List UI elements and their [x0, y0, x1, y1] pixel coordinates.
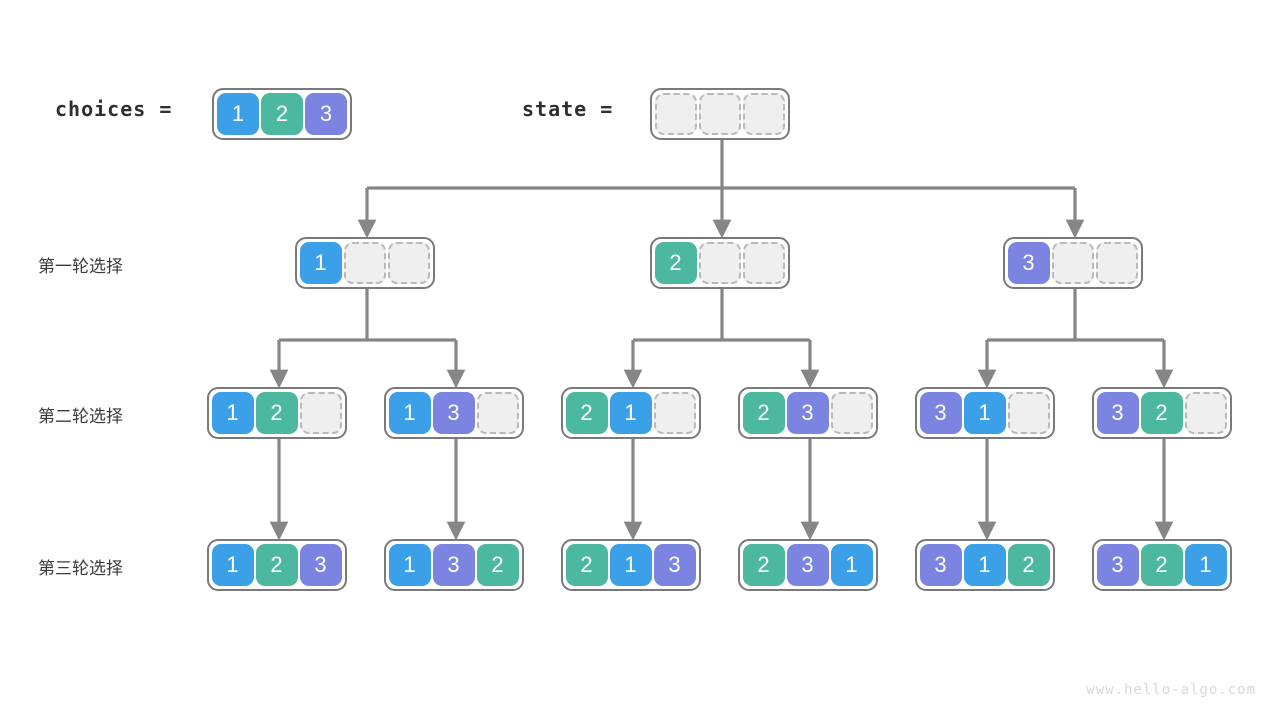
r3n5-cell-1: 1 [963, 544, 1006, 586]
r3n4-cell-1: 3 [786, 544, 829, 586]
tree-node-round1-2: 2 [649, 237, 790, 289]
r2n3-cell-0: 2 [565, 392, 608, 434]
r2n4-cell-1: 3 [786, 392, 829, 434]
r1n3-cell-1 [1051, 242, 1094, 284]
state-cell-0 [655, 93, 697, 135]
r3n6-cell-2: 1 [1184, 544, 1227, 586]
r1n1-cell-2 [387, 242, 430, 284]
r3n5-cell-0: 3 [919, 544, 962, 586]
r3n3-cell-0: 2 [565, 544, 608, 586]
r3n6-cell-0: 3 [1096, 544, 1139, 586]
r2n4-cell-2 [830, 392, 873, 434]
state-cell-1 [699, 93, 741, 135]
r2n2-cell-2 [476, 392, 519, 434]
row-label-round-1: 第一轮选择 [38, 257, 123, 276]
r2n2-cell-0: 1 [388, 392, 431, 434]
r3n2-cell-2: 2 [476, 544, 519, 586]
r2n1-cell-0: 1 [211, 392, 254, 434]
r1n1-cell-0: 1 [299, 242, 342, 284]
r3n3-cell-1: 1 [609, 544, 652, 586]
r1n2-cell-1 [698, 242, 741, 284]
r3n2-cell-1: 3 [432, 544, 475, 586]
r2n5-cell-0: 3 [919, 392, 962, 434]
r2n4-cell-0: 2 [742, 392, 785, 434]
r2n2-cell-1: 3 [432, 392, 475, 434]
r3n5-cell-2: 2 [1007, 544, 1050, 586]
r2n6-cell-1: 2 [1140, 392, 1183, 434]
r2n3-cell-1: 1 [609, 392, 652, 434]
r3n1-cell-2: 3 [299, 544, 342, 586]
r2n5-cell-1: 1 [963, 392, 1006, 434]
tree-node-round1-3: 3 [1002, 237, 1143, 289]
r2n1-cell-1: 2 [255, 392, 298, 434]
choices-cell-1: 2 [261, 93, 303, 135]
r3n2-cell-0: 1 [388, 544, 431, 586]
r2n1-cell-2 [299, 392, 342, 434]
r3n3-cell-2: 3 [653, 544, 696, 586]
state-cell-2 [743, 93, 785, 135]
r1n2-cell-0: 2 [654, 242, 697, 284]
r3n1-cell-1: 2 [255, 544, 298, 586]
r1n3-cell-2 [1095, 242, 1138, 284]
r2n3-cell-2 [653, 392, 696, 434]
r3n4-cell-2: 1 [830, 544, 873, 586]
r3n1-cell-0: 1 [211, 544, 254, 586]
r1n2-cell-2 [742, 242, 785, 284]
r2n5-cell-2 [1007, 392, 1050, 434]
r2n6-cell-0: 3 [1096, 392, 1139, 434]
row-label-round-3: 第三轮选择 [38, 559, 123, 578]
choices-cell-0: 1 [217, 93, 259, 135]
r1n3-cell-0: 3 [1007, 242, 1050, 284]
watermark: www.hello-algo.com [1086, 682, 1256, 698]
r2n6-cell-2 [1184, 392, 1227, 434]
r3n4-cell-0: 2 [742, 544, 785, 586]
r3n6-cell-1: 2 [1140, 544, 1183, 586]
choices-cell-2: 3 [305, 93, 347, 135]
tree-node-round1-1: 1 [294, 237, 435, 289]
choices-label: choices = [55, 97, 173, 121]
row-label-round-2: 第二轮选择 [38, 407, 123, 426]
r1n1-cell-1 [343, 242, 386, 284]
state-array [650, 88, 790, 140]
state-label: state = [522, 97, 614, 121]
